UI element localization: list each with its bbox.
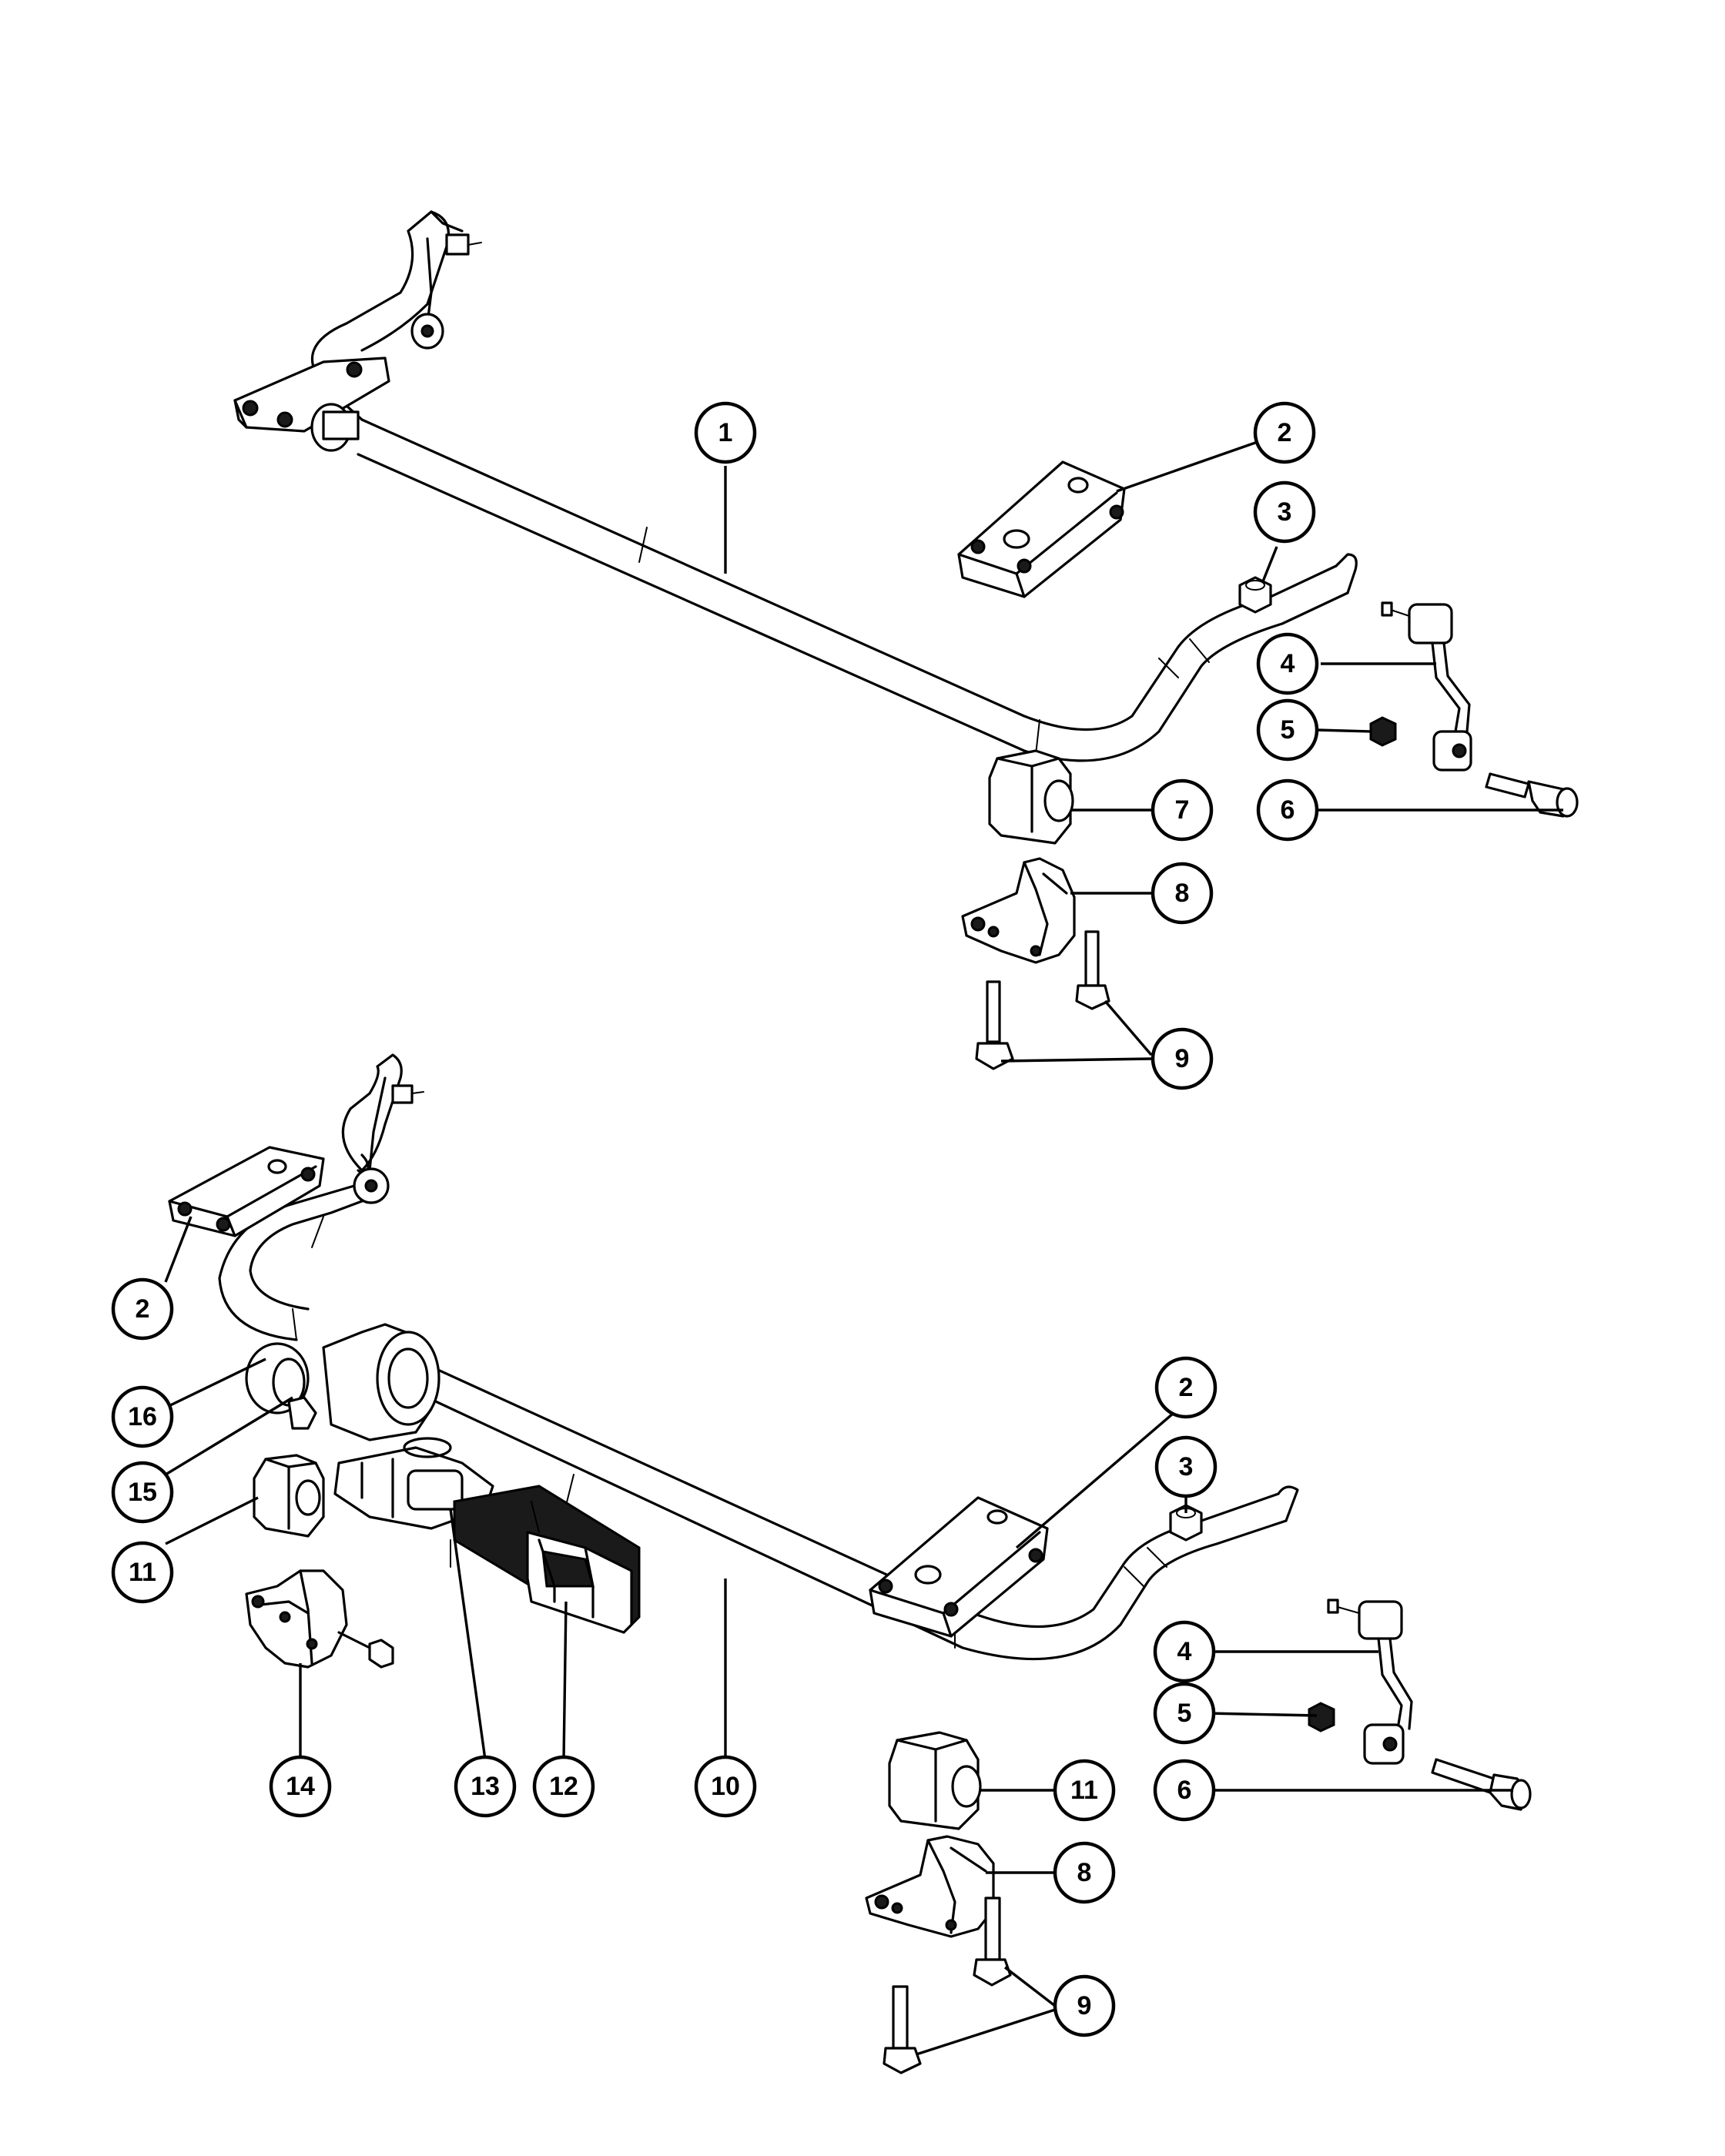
callout-label: 14 xyxy=(286,1772,315,1801)
callout-label: 2 xyxy=(1278,418,1292,447)
callout-label: 8 xyxy=(1077,1858,1092,1887)
callout-3: 3 xyxy=(1154,1435,1218,1498)
callout-1: 1 xyxy=(694,401,757,464)
link-bottom-left xyxy=(353,1076,424,1204)
callout-8: 8 xyxy=(1053,1841,1116,1904)
bolt-6-top xyxy=(1485,772,1579,818)
bracket-2-bottom-right xyxy=(869,1496,1049,1638)
callout-label: 8 xyxy=(1175,879,1190,908)
bolts-9-bottom xyxy=(883,1897,1012,2074)
callout-13: 13 xyxy=(454,1755,517,1818)
callout-12: 12 xyxy=(532,1755,595,1818)
callout-label: 6 xyxy=(1281,795,1295,825)
bolts-9-top xyxy=(975,930,1110,1070)
retainer-8-top xyxy=(961,857,1076,964)
callout-label: 11 xyxy=(129,1558,156,1587)
bushing-11-right xyxy=(888,1731,982,1830)
callout-3: 3 xyxy=(1253,480,1316,544)
callout-label: 2 xyxy=(136,1294,150,1324)
bushing-15-16 xyxy=(245,1342,317,1430)
callout-label: 5 xyxy=(1281,715,1295,745)
callout-5: 5 xyxy=(1153,1682,1216,1745)
callout-label: 15 xyxy=(128,1478,157,1507)
bracket-2-top xyxy=(957,460,1126,598)
link-top-left xyxy=(410,233,482,350)
clamp-14 xyxy=(245,1569,394,1669)
link-4-bottom xyxy=(1327,1599,1413,1765)
leader-lines xyxy=(164,441,1563,2056)
callout-15: 15 xyxy=(111,1461,174,1524)
callout-label: 3 xyxy=(1179,1452,1194,1481)
top-stabilizer-bar-assembly xyxy=(233,210,1579,1070)
callout-2: 2 xyxy=(111,1277,174,1341)
callout-label: 11 xyxy=(1070,1776,1098,1805)
nut-5-top xyxy=(1369,716,1397,747)
bolt-6-bottom xyxy=(1431,1758,1532,1811)
callout-label: 6 xyxy=(1177,1776,1192,1805)
nut-3-top xyxy=(1238,576,1272,614)
bushing-7-top xyxy=(988,749,1074,845)
callout-7: 7 xyxy=(1151,778,1214,842)
callout-label: 7 xyxy=(1175,795,1190,825)
link-4-top xyxy=(1381,601,1472,772)
callout-11: 11 xyxy=(1053,1759,1116,1822)
callout-label: 5 xyxy=(1177,1699,1192,1728)
callout-label: 4 xyxy=(1177,1637,1192,1666)
callout-label: 10 xyxy=(711,1772,740,1801)
callout-label: 3 xyxy=(1278,497,1292,527)
callout-label: 12 xyxy=(549,1772,578,1801)
callout-label: 13 xyxy=(471,1772,500,1801)
callout-label: 9 xyxy=(1077,1991,1092,2020)
callout-9: 9 xyxy=(1151,1027,1214,1090)
callout-2: 2 xyxy=(1154,1356,1218,1419)
callout-4: 4 xyxy=(1256,632,1319,695)
bracket-2-bottom-left xyxy=(168,1146,325,1237)
control-module-12 xyxy=(450,1485,641,1634)
callout-8: 8 xyxy=(1151,862,1214,925)
callout-2: 2 xyxy=(1253,401,1316,464)
active-stabilizer-actuator xyxy=(322,1323,494,1530)
callouts: 1 2 3 4 5 6 7 8 xyxy=(111,401,1319,2037)
callout-10: 10 xyxy=(694,1755,757,1818)
nut-5-bottom xyxy=(1308,1702,1335,1732)
callout-9: 9 xyxy=(1053,1974,1116,2037)
stabilizer-bar-top xyxy=(310,210,1358,762)
callout-label: 16 xyxy=(128,1402,157,1431)
bracket-top-left xyxy=(233,357,390,452)
callout-label: 1 xyxy=(718,418,733,447)
callout-4: 4 xyxy=(1153,1620,1216,1683)
bottom-stabilizer-bar-assembly xyxy=(168,1053,1532,2074)
callout-label: 2 xyxy=(1179,1373,1194,1402)
callout-11: 11 xyxy=(111,1541,174,1604)
callout-16: 16 xyxy=(111,1385,174,1448)
bushing-11-left xyxy=(253,1454,325,1538)
callout-label: 9 xyxy=(1175,1044,1190,1073)
retainer-8-bottom xyxy=(865,1835,995,1938)
callout-6: 6 xyxy=(1153,1759,1216,1822)
callout-label: 4 xyxy=(1281,649,1295,678)
callout-6: 6 xyxy=(1256,778,1319,842)
callout-14: 14 xyxy=(269,1755,332,1818)
callout-5: 5 xyxy=(1256,698,1319,762)
